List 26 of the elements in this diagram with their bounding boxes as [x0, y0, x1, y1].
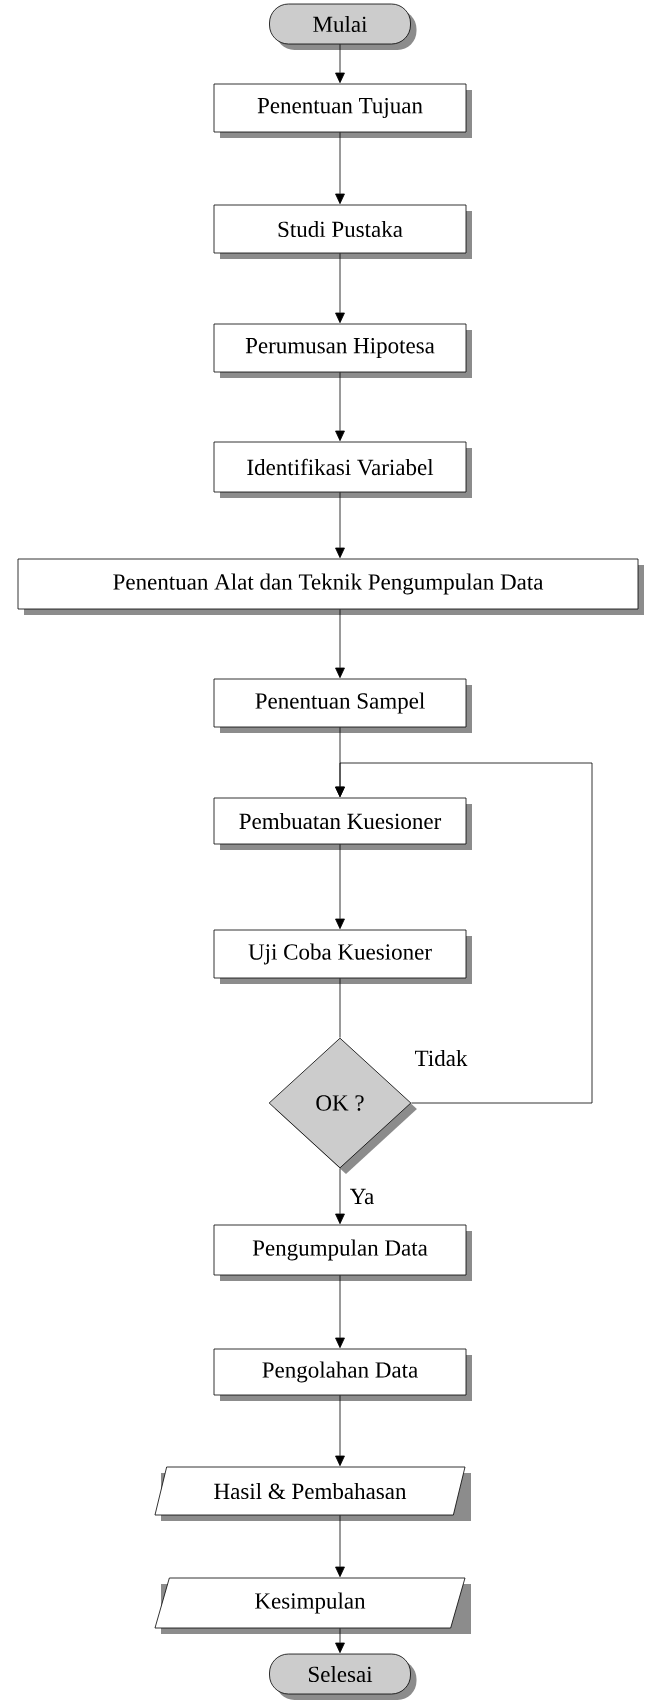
arrow: [335, 609, 345, 679]
process-box: Uji Coba Kuesioner: [213, 929, 472, 984]
arrow: [335, 762, 593, 1104]
process-box: Identifikasi Variabel: [213, 441, 472, 498]
edge-label: Ya: [348, 1187, 376, 1206]
arrow: [335, 1628, 345, 1654]
data-parallelogram: Hasil & Pembahasan: [154, 1466, 471, 1521]
arrow: [335, 372, 345, 442]
arrow: [335, 844, 345, 930]
process-box: Studi Pustaka: [213, 204, 472, 259]
arrow: [335, 44, 345, 84]
process-box: Pengumpulan Data: [213, 1224, 472, 1281]
arrow: [335, 253, 345, 324]
arrow: [335, 1515, 345, 1578]
arrow: [335, 1275, 345, 1349]
data-parallelogram: Kesimpulan: [154, 1577, 471, 1634]
process-box: Penentuan Alat dan Teknik Pengumpulan Data: [17, 558, 644, 615]
process-box: Penentuan Sampel: [213, 678, 472, 733]
process-box: Pengolahan Data: [213, 1348, 472, 1401]
process-box: Penentuan Tujuan: [213, 83, 472, 138]
arrow: [335, 492, 345, 559]
arrow: [335, 132, 345, 205]
process-box: Pembuatan Kuesioner: [213, 797, 472, 850]
arrow: [335, 1168, 345, 1225]
process-box: Perumusan Hipotesa: [213, 323, 472, 378]
arrow: [335, 1395, 345, 1467]
